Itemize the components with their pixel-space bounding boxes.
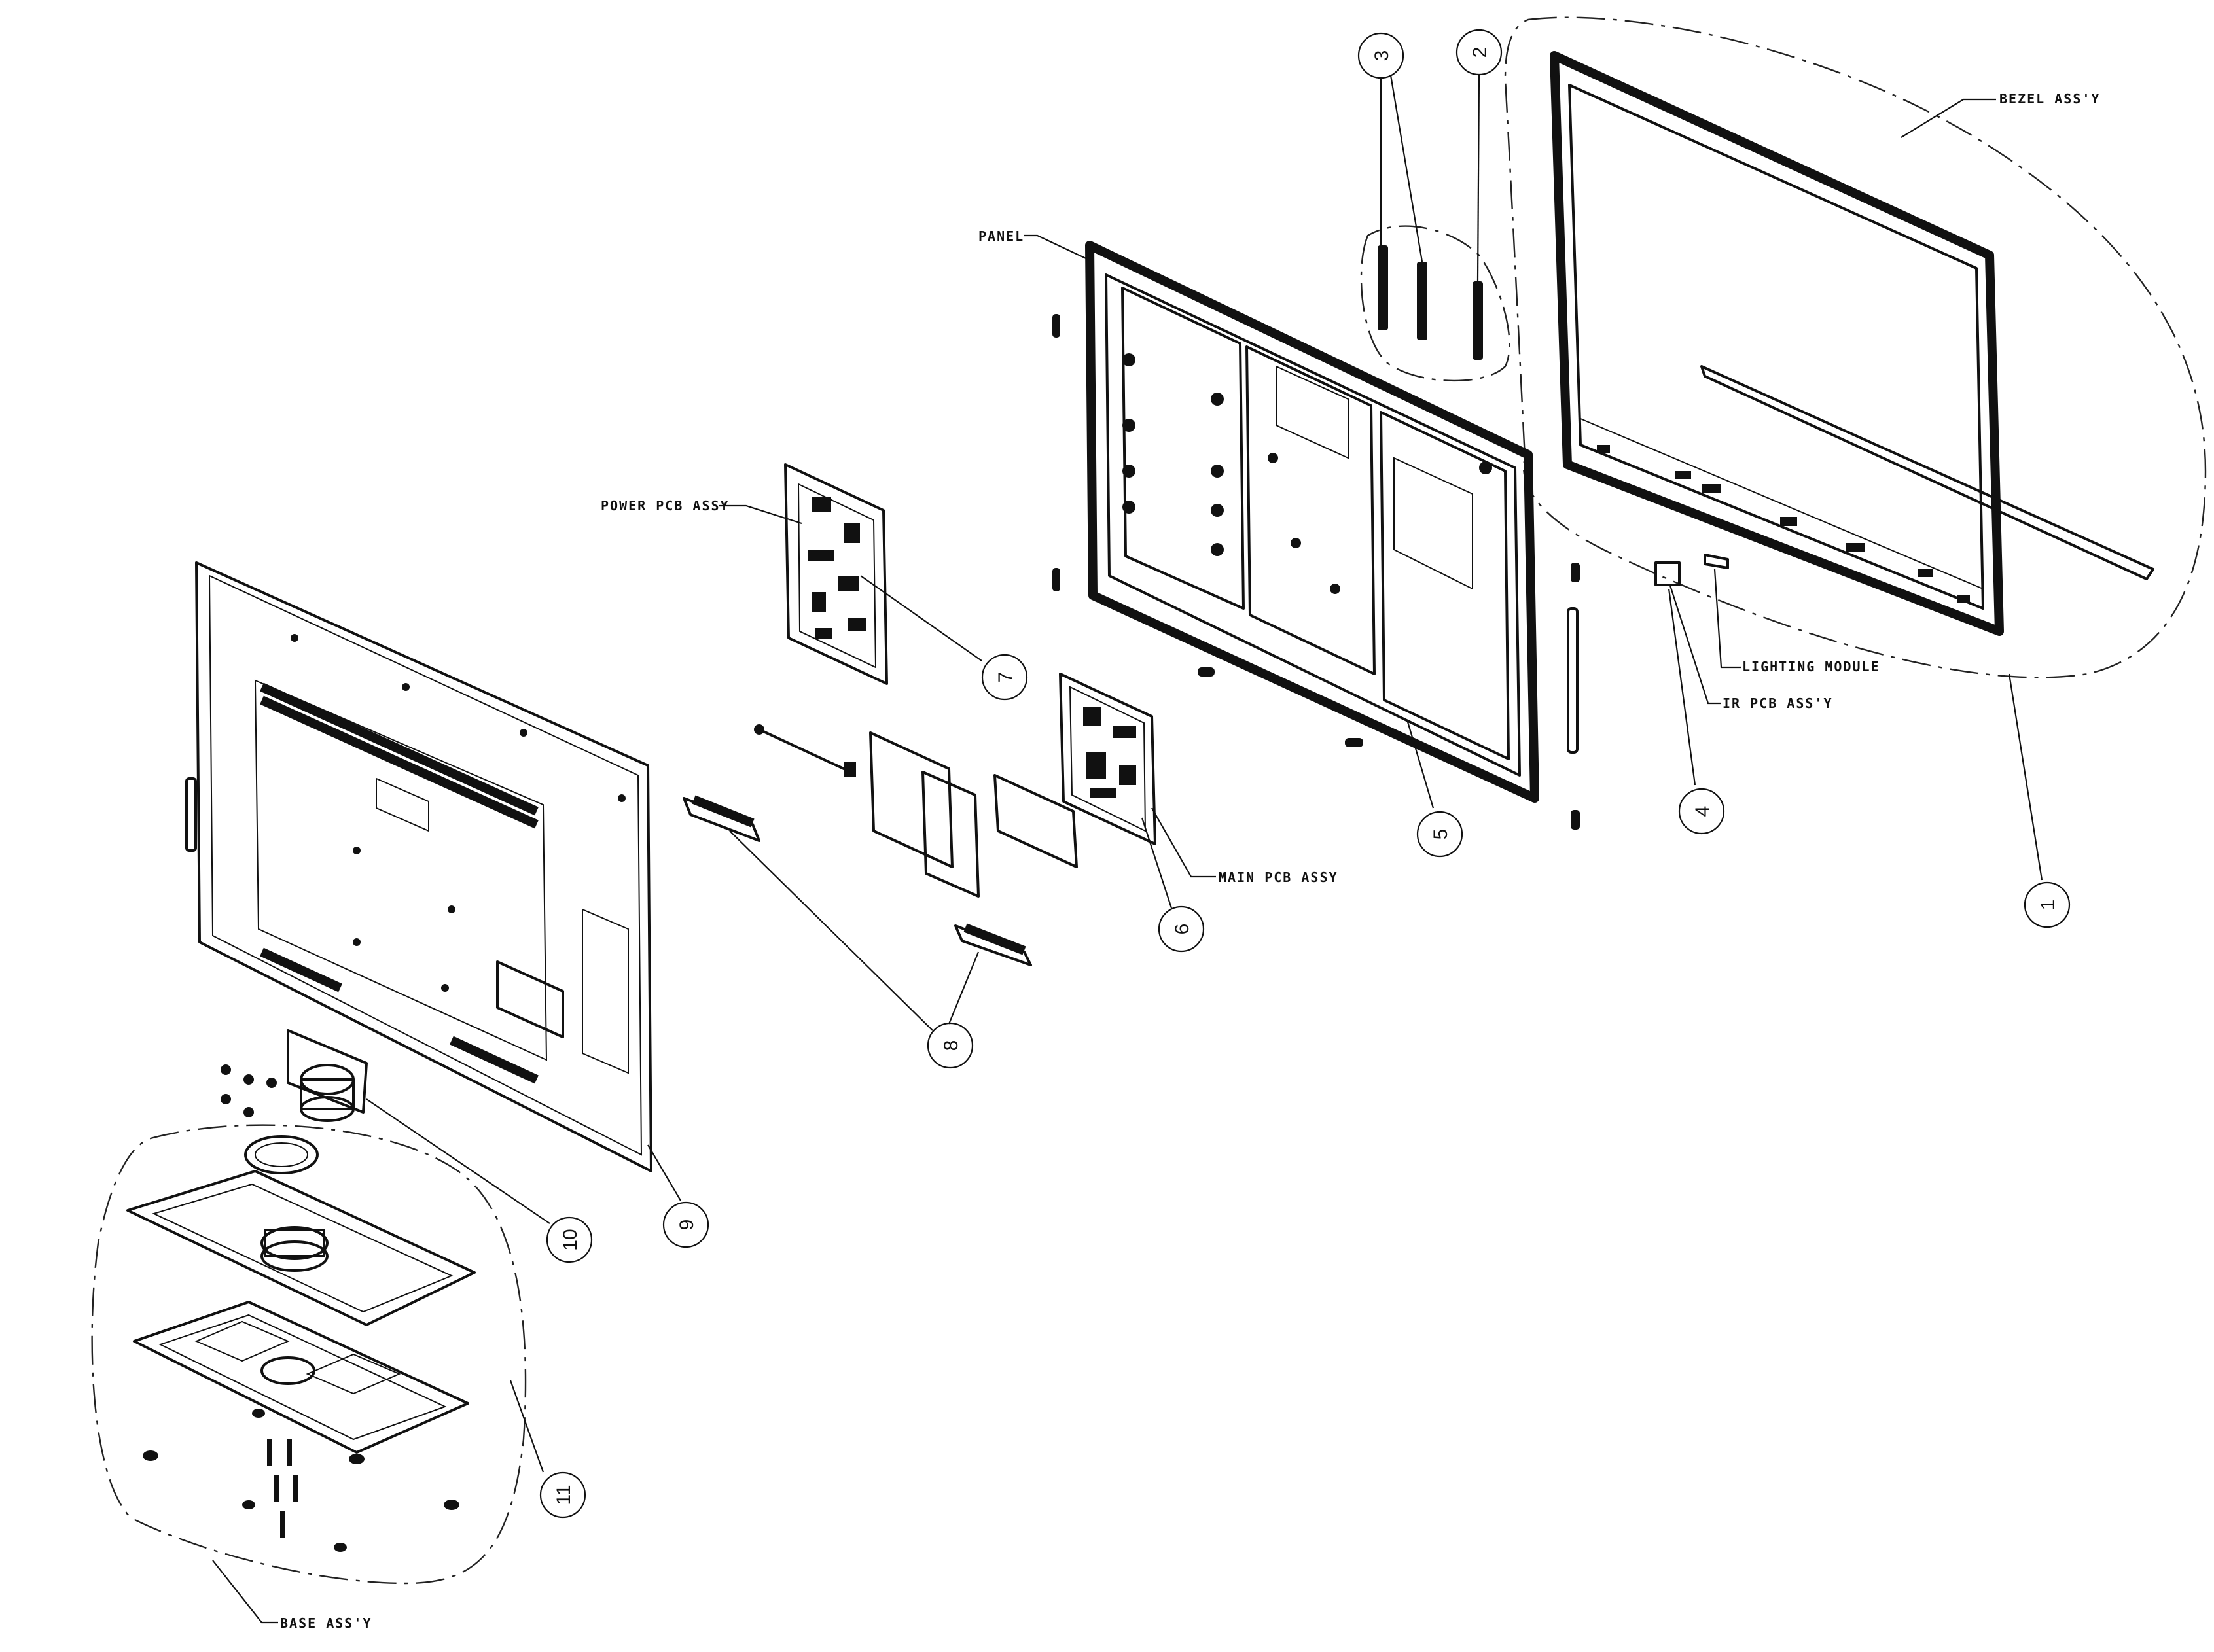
callout-8-circle bbox=[927, 1022, 974, 1069]
main-pcb-components bbox=[1083, 707, 1136, 798]
base-screws bbox=[143, 1409, 459, 1552]
callout-3-circle bbox=[1357, 32, 1404, 79]
callout-9: 9 bbox=[676, 1220, 698, 1231]
connector-panel bbox=[496, 960, 564, 1038]
callout-6: 6 bbox=[1171, 924, 1193, 935]
vent-top bbox=[260, 682, 539, 816]
callout-1-circle bbox=[2024, 881, 2071, 928]
back-cover-recess bbox=[254, 679, 548, 1061]
sub-board-center bbox=[921, 771, 980, 898]
bezel-assembly bbox=[1504, 16, 2207, 678]
panel-compartment-center bbox=[1245, 345, 1376, 675]
bracket-2 bbox=[1473, 281, 1483, 360]
callout-5: 5 bbox=[1430, 829, 1452, 840]
base-ring bbox=[244, 1135, 319, 1174]
neck-bracket bbox=[287, 1029, 368, 1114]
callout-11-circle bbox=[539, 1471, 586, 1519]
callout-7: 7 bbox=[995, 672, 1016, 683]
base-top-plate bbox=[126, 1170, 476, 1326]
callout-6-circle bbox=[1158, 905, 1205, 953]
panel-clip-bottom-left bbox=[1052, 568, 1060, 591]
callout-4-circle bbox=[1678, 788, 1725, 835]
lighting-rail bbox=[1700, 365, 2154, 580]
bezel-frame-outer bbox=[1550, 51, 2004, 636]
bezel-frame-inner bbox=[1568, 84, 1984, 610]
main-pcb-assembly bbox=[754, 673, 1156, 898]
panel-assembly bbox=[1052, 241, 1580, 830]
power-pcb-board bbox=[784, 463, 888, 685]
bracket-group-outline bbox=[1360, 225, 1510, 382]
callout-9-circle bbox=[662, 1201, 709, 1248]
label-bezel-assy: BEZEL ASS'Y bbox=[1999, 91, 2100, 107]
panel-clip-bottom-1 bbox=[1198, 667, 1215, 677]
panel-side-rail bbox=[1567, 607, 1579, 754]
back-cover-outline bbox=[195, 561, 652, 1172]
callout-10: 10 bbox=[560, 1229, 581, 1250]
vent-bottom-left bbox=[260, 947, 342, 993]
callout-4: 4 bbox=[1692, 806, 1713, 817]
lighting-module-part bbox=[1704, 554, 1729, 569]
sub-board-right bbox=[993, 774, 1078, 868]
panel-compartment-right bbox=[1380, 411, 1510, 760]
panel-compartment-left bbox=[1121, 287, 1245, 610]
label-ir-pcb-assy: IR PCB ASS'Y bbox=[1723, 695, 1833, 711]
callout-3: 3 bbox=[1371, 50, 1393, 62]
label-panel: PANEL bbox=[978, 228, 1024, 244]
label-lighting-module: LIGHTING MODULE bbox=[1742, 659, 1880, 675]
side-jack-panel bbox=[582, 908, 629, 1074]
label-power-pcb-assy: POWER PCB ASSY bbox=[601, 498, 730, 514]
panel-clip-right-2 bbox=[1571, 810, 1580, 830]
vent-bottom-right bbox=[450, 1036, 539, 1084]
callout-2-circle bbox=[1455, 29, 1503, 76]
label-main-pcb-assy: MAIN PCB ASSY bbox=[1219, 870, 1338, 885]
bezel-bottom-details bbox=[1597, 445, 1970, 603]
panel-clip-right-1 bbox=[1571, 563, 1580, 582]
bezel-bottom-lip bbox=[1580, 418, 1984, 589]
base-bottom-plate bbox=[133, 1301, 469, 1454]
bracket-3a bbox=[1378, 245, 1388, 330]
side-brackets bbox=[1360, 225, 1510, 382]
bracket-3b bbox=[1417, 262, 1427, 340]
label-base-assy: BASE ASS'Y bbox=[280, 1615, 372, 1631]
callout-8: 8 bbox=[940, 1040, 962, 1051]
callout-1: 1 bbox=[2037, 900, 2059, 911]
main-pcb-board bbox=[1059, 673, 1156, 845]
callout-11: 11 bbox=[553, 1485, 575, 1505]
base-assembly bbox=[91, 1124, 527, 1585]
callout-5-circle bbox=[1416, 811, 1463, 858]
power-pcb-assembly bbox=[784, 463, 888, 685]
speakers bbox=[683, 795, 1032, 966]
sub-board-left bbox=[869, 731, 954, 868]
callout-10-circle bbox=[546, 1216, 593, 1263]
panel-clip-top-left bbox=[1052, 314, 1060, 338]
bezel-group-outline bbox=[1504, 16, 2207, 678]
ir-pcb-part bbox=[1654, 561, 1681, 586]
panel-clip-bottom-2 bbox=[1345, 738, 1363, 747]
panel-mount-holes bbox=[1122, 353, 1492, 594]
power-pcb-components bbox=[808, 497, 866, 639]
stand-neck bbox=[221, 1029, 368, 1122]
callout-2: 2 bbox=[1469, 47, 1491, 58]
panel-frame-outer bbox=[1085, 241, 1539, 803]
back-cover bbox=[185, 561, 652, 1172]
panel-frame-inner bbox=[1105, 273, 1521, 777]
base-group-outline bbox=[91, 1124, 527, 1585]
callout-7-circle bbox=[981, 654, 1028, 701]
cable-wire bbox=[759, 728, 851, 773]
